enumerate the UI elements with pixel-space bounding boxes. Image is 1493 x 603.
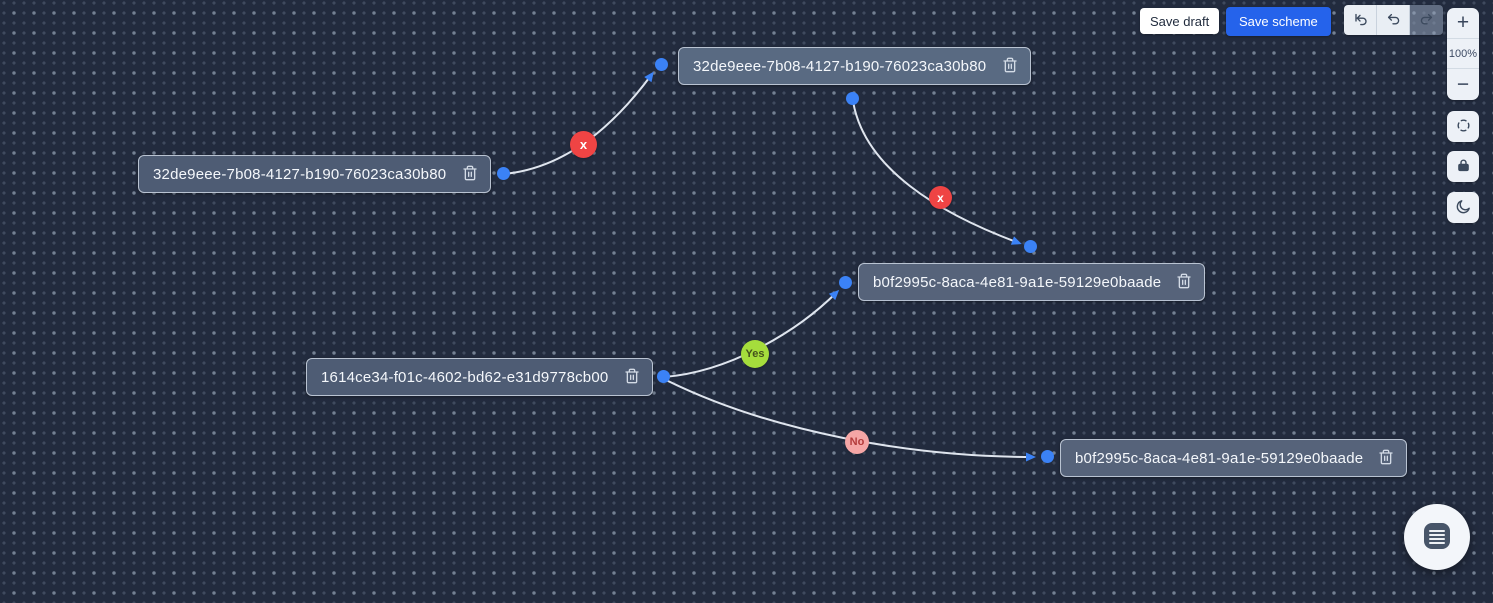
node-handle[interactable] xyxy=(839,276,852,289)
flow-node[interactable]: 32de9eee-7b08-4127-b190-76023ca30b80 xyxy=(678,47,1031,85)
edge-path-x2[interactable] xyxy=(852,100,1022,245)
node-handle[interactable] xyxy=(1041,450,1054,463)
node-handle[interactable] xyxy=(655,58,668,71)
trash-icon xyxy=(1176,273,1192,292)
dark-mode-button[interactable] xyxy=(1447,192,1479,223)
node-handle[interactable] xyxy=(497,167,510,180)
lock-button[interactable] xyxy=(1447,151,1479,182)
trash-icon xyxy=(624,368,640,387)
trash-icon xyxy=(1002,57,1018,76)
redo-icon xyxy=(1419,11,1435,30)
flow-node[interactable]: 32de9eee-7b08-4127-b190-76023ca30b80 xyxy=(138,155,491,193)
node-label: b0f2995c-8aca-4e81-9a1e-59129e0baade xyxy=(873,273,1162,291)
zoom-level-label: 100% xyxy=(1447,39,1479,69)
node-handle[interactable] xyxy=(657,370,670,383)
history-controls xyxy=(1344,5,1443,35)
delete-node-button[interactable] xyxy=(1376,447,1396,470)
dark-mode-moon-icon xyxy=(1455,198,1472,218)
flow-node[interactable]: 1614ce34-f01c-4602-bd62-e31d9778cb00 xyxy=(306,358,653,396)
trash-icon xyxy=(1378,449,1394,468)
delete-node-button[interactable] xyxy=(1000,55,1020,78)
delete-node-button[interactable] xyxy=(460,163,480,186)
menu-fab-button[interactable] xyxy=(1404,504,1470,570)
node-label: 1614ce34-f01c-4602-bd62-e31d9778cb00 xyxy=(321,368,609,386)
delete-node-button[interactable] xyxy=(622,366,642,389)
undo-button[interactable] xyxy=(1377,5,1410,35)
flow-node[interactable]: b0f2995c-8aca-4e81-9a1e-59129e0baade xyxy=(858,263,1205,301)
save-draft-button[interactable]: Save draft xyxy=(1140,8,1220,34)
redo-button[interactable] xyxy=(1410,5,1443,35)
edge-label-badge[interactable]: x xyxy=(570,131,597,158)
undo-all-button[interactable] xyxy=(1344,5,1377,35)
fit-view-button[interactable] xyxy=(1447,111,1479,142)
save-scheme-button[interactable]: Save scheme xyxy=(1226,7,1331,36)
edge-label-badge[interactable]: x xyxy=(929,186,952,209)
edge-path-no[interactable] xyxy=(663,378,1036,462)
node-label: 32de9eee-7b08-4127-b190-76023ca30b80 xyxy=(693,57,987,75)
node-label: b0f2995c-8aca-4e81-9a1e-59129e0baade xyxy=(1075,449,1364,467)
undo-all-icon xyxy=(1352,11,1368,30)
flow-node[interactable]: b0f2995c-8aca-4e81-9a1e-59129e0baade xyxy=(1060,439,1407,477)
lock-icon xyxy=(1455,157,1472,177)
trash-icon xyxy=(462,165,478,184)
edge-label-badge[interactable]: Yes xyxy=(741,340,769,368)
zoom-out-button[interactable]: − xyxy=(1447,69,1479,100)
delete-node-button[interactable] xyxy=(1174,271,1194,294)
undo-icon xyxy=(1385,11,1401,30)
edge-label-badge[interactable]: No xyxy=(845,430,869,454)
fit-view-icon xyxy=(1455,117,1472,137)
node-handle[interactable] xyxy=(846,92,859,105)
edge-path-x1[interactable] xyxy=(503,71,654,175)
list-menu-icon xyxy=(1423,522,1451,553)
node-handle[interactable] xyxy=(1024,240,1037,253)
zoom-panel: + 100% − xyxy=(1447,8,1479,100)
zoom-in-button[interactable]: + xyxy=(1447,8,1479,39)
node-label: 32de9eee-7b08-4127-b190-76023ca30b80 xyxy=(153,165,447,183)
